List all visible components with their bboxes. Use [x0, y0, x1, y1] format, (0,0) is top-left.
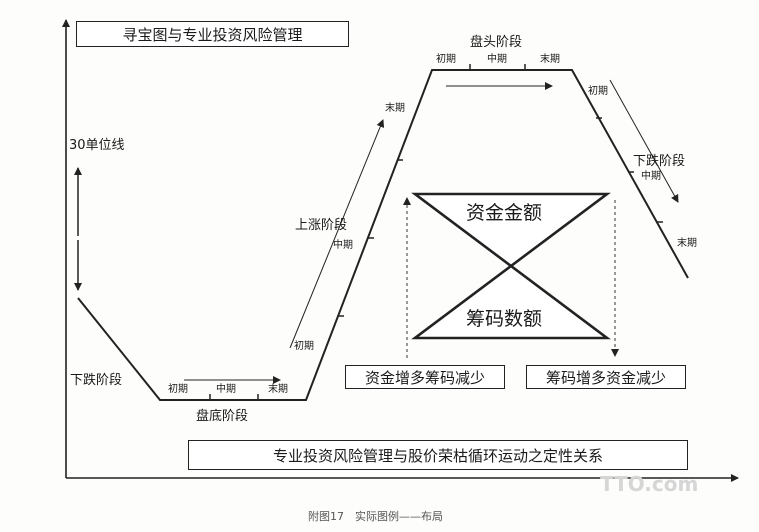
bottom-phase-label: 盘底阶段: [196, 409, 249, 424]
top-mid-label: 中期: [487, 54, 507, 65]
rise-early-label: 初期: [294, 341, 314, 352]
fall-mid-label: 中期: [641, 171, 661, 182]
rise-phase-label: 上涨阶段: [295, 218, 348, 233]
fall-late-label: 末期: [677, 238, 697, 249]
decline-right-label: 下跌阶段: [633, 154, 686, 169]
capital-up-box: 资金增多筹码减少: [345, 365, 505, 389]
rise-late-label: 末期: [385, 103, 405, 114]
chips-up-box: 筹码增多资金减少: [526, 365, 686, 389]
figure-caption: 附图17 实际图例——布局: [308, 510, 443, 523]
top-phase-label: 盘头阶段: [470, 35, 523, 50]
title-box: 寻宝图与专业投资风险管理: [76, 21, 349, 47]
chip-count-label: 筹码数额: [466, 308, 543, 330]
capital-amount-label: 资金金额: [466, 202, 543, 224]
price-cycle-line: [77, 69, 689, 401]
fall-phase-arrow: [609, 79, 679, 203]
bottom-late-label: 末期: [268, 384, 288, 395]
hourglass-shape: [411, 192, 611, 340]
watermark: TTO.com: [600, 472, 699, 496]
unit-30-label: 30单位线: [69, 138, 125, 153]
bottom-early-label: 初期: [168, 384, 188, 395]
rise-phase-arrow: [289, 119, 385, 349]
relationship-box: 专业投资风险管理与股价荣枯循环运动之定性关系: [188, 440, 688, 470]
top-early-label: 初期: [436, 54, 456, 65]
fall-early-label: 初期: [588, 86, 608, 97]
decline-left-label: 下跌阶段: [70, 373, 123, 388]
top-late-label: 末期: [540, 54, 560, 65]
rise-mid-label: 中期: [333, 240, 353, 251]
bottom-mid-label: 中期: [216, 384, 236, 395]
